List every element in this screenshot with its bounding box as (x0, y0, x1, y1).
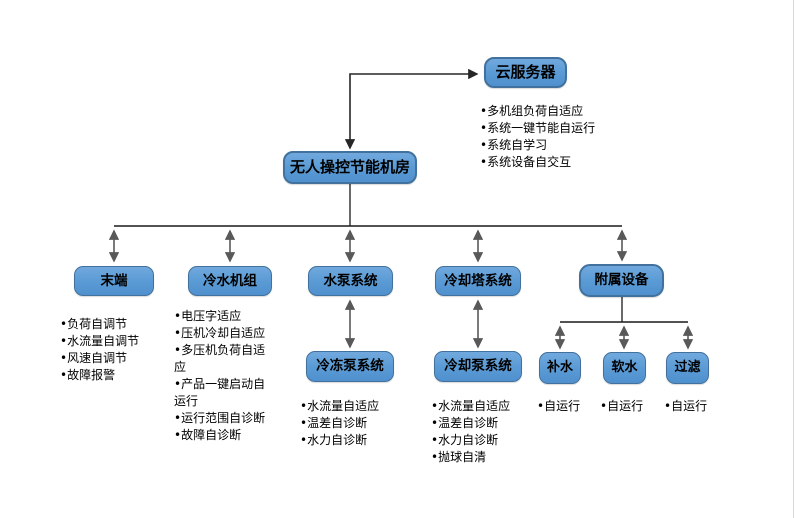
node-terminal[interactable]: 末端 (74, 266, 154, 296)
bullet-item: •水流量自适应 (431, 399, 511, 413)
bullet-item: •自运行 (537, 399, 581, 413)
bullet-item: •系统设备自交互 (480, 155, 572, 169)
bullet-item: •水力自诊断 (300, 433, 368, 447)
bullet-item: •水流量自适应 (300, 399, 380, 413)
feature-list-freezing-pump: •水流量自适应 •温差自诊断 •水力自诊断 (300, 398, 404, 449)
node-chiller-unit[interactable]: 冷水机组 (188, 266, 272, 296)
node-root[interactable]: 无人操控节能机房 (283, 151, 417, 184)
bullet-item: •压机冷却自适应 (174, 326, 266, 340)
feature-list-cloud-server: •多机组负荷自适应 •系统一键节能自运行 •系统自学习 •系统设备自交互 (480, 103, 612, 171)
bullet-item: •运行范围自诊断 (174, 411, 266, 425)
bullet-item: •多机组负荷自适应 (480, 104, 584, 118)
node-water-replenish[interactable]: 补水 (539, 352, 581, 384)
bullet-item: •水力自诊断 (431, 433, 499, 447)
node-cooling-tower-system[interactable]: 冷却塔系统 (435, 266, 521, 296)
node-filter[interactable]: 过滤 (666, 352, 709, 384)
feature-list-cooling-pump: •水流量自适应 •温差自诊断 •水力自诊断 •抛球自清 (431, 398, 535, 466)
feature-list-chiller-unit: •电压字适应 •压机冷却自适应 •多压机负荷自适应•产品一键启动自运行 •运行范围自诊… (174, 308, 272, 444)
feature-list-filter: •自运行 (664, 398, 720, 415)
bullet-item: •系统自学习 (480, 138, 548, 152)
node-soft-water[interactable]: 软水 (603, 352, 646, 384)
node-cloud-server[interactable]: 云服务器 (484, 57, 567, 88)
bullet-item: •温差自诊断 (300, 416, 368, 430)
bullet-item: •负荷自调节 (60, 317, 128, 331)
node-freezing-pump-system[interactable]: 冷冻泵系统 (306, 351, 394, 382)
bullet-item: •温差自诊断 (431, 416, 499, 430)
bullet-item: •自运行 (664, 399, 708, 413)
feature-list-soft-water: •自运行 (600, 398, 656, 415)
bullet-item: •自运行 (600, 399, 644, 413)
bullet-item: •水流量自调节 (60, 334, 140, 348)
bullet-item: •产品一键启动自运行 (174, 377, 266, 408)
node-water-pump-system[interactable]: 水泵系统 (308, 266, 393, 296)
bullet-item: •风速自调节 (60, 351, 128, 365)
connector-root-to-cloud (344, 68, 479, 150)
bullet-item: •系统一键节能自运行 (480, 121, 596, 135)
bullet-item: •故障自诊断 (174, 428, 242, 442)
bullet-item: •故障报警 (60, 368, 116, 382)
bullet-item: •抛球自清 (431, 450, 487, 464)
feature-list-water-replenish: •自运行 (537, 398, 593, 415)
bullet-item: •多压机负荷自适应 (174, 343, 266, 374)
feature-list-terminal: •负荷自调节 •水流量自调节 •风速自调节 •故障报警 (60, 316, 170, 384)
node-cooling-pump-system[interactable]: 冷却泵系统 (434, 351, 522, 382)
bullet-item: •电压字适应 (174, 309, 242, 323)
node-auxiliary-equipment[interactable]: 附属设备 (579, 264, 664, 297)
